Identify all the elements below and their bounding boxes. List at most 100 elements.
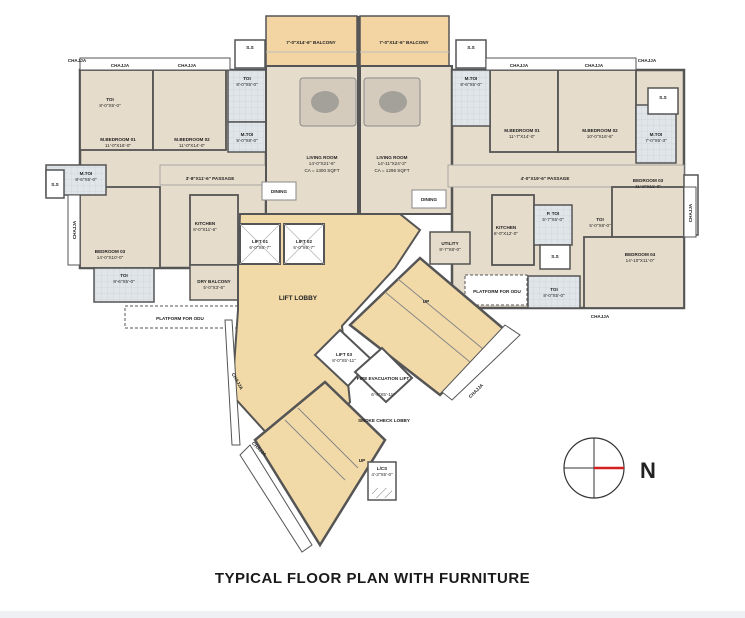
label-lift01-dim: 6'-0"X6'-7" <box>249 245 271 250</box>
label-ss-1: S.S <box>246 45 253 50</box>
north-label: N <box>640 458 656 483</box>
ss-right-3 <box>539 244 571 270</box>
ss-left <box>234 39 266 69</box>
label-smoke-lobby: SMOKE CHECK LOBBY <box>358 418 410 423</box>
chajja-strip-top-right <box>485 57 637 71</box>
label-living-right-ca: CA = 1296 SQFT <box>374 168 409 173</box>
label-tlt-l2: TOI <box>106 97 114 102</box>
label-bed3-right-dim: 11'-8"X11'-0" <box>635 184 661 189</box>
chajja-strip-top-left <box>79 57 231 71</box>
label-tlt-r2: TOI <box>596 217 604 222</box>
chajja-strip-core-bottom <box>239 444 313 553</box>
plan-title: TYPICAL FLOOR PLAN WITH FURNITURE <box>214 570 531 587</box>
label-chajja-9: CHAJJA <box>591 314 610 319</box>
label-chajja-8: CHAJJA <box>688 203 693 222</box>
bedroom-04-right <box>583 236 685 309</box>
mbedroom-01-left <box>79 69 154 151</box>
label-chajja-11: CHAJJA <box>468 382 485 399</box>
label-tlt-l3: TOI <box>120 273 128 278</box>
label-passage-right: 4'-0"X19'-6" PASSAGE <box>521 176 570 181</box>
label-tlt-r: TOI <box>550 287 558 292</box>
chajja-strip-core-left <box>224 319 241 446</box>
balcony-right <box>359 15 450 67</box>
label-lift-lobby: LIFT LOBBY <box>279 295 318 302</box>
dry-balcony-left <box>189 264 239 301</box>
platform-odu-right <box>464 274 528 306</box>
label-mbed2-left: M.BEDROOM 02 <box>174 137 210 142</box>
label-chajja-5: CHAJJA <box>68 58 87 63</box>
label-mbed1-left-dim: 11'-0"X16'-0" <box>105 143 131 148</box>
passage-left <box>159 164 267 186</box>
label-living-left-ca: CA = 1300 SQFT <box>304 168 339 173</box>
label-bed3-left: BEDROOM 03 <box>95 249 126 254</box>
label-chajja-4: CHAJJA <box>585 63 604 68</box>
label-chajja-1: CHAJJA <box>111 63 130 68</box>
label-bed4-right: BEDROOM 04 <box>625 252 656 257</box>
platform-odu-left <box>124 305 239 329</box>
ss-right-2 <box>647 87 679 115</box>
label-mbed1-right-dim: 11'-7"X14'-0" <box>509 134 535 139</box>
label-lcs: L/CS <box>377 466 387 471</box>
label-lift02-dim: 6'-0"X6'-7" <box>293 245 315 250</box>
label-passage-left: 3'-8"X11'-6" PASSAGE <box>186 176 235 181</box>
label-chajja-2: CHAJJA <box>178 63 197 68</box>
label-utility: UTILITY <box>441 241 458 246</box>
label-mtlt-l: M.TOI <box>80 171 93 176</box>
label-mtlt-l-dim: 8'-6"X5'-0" <box>75 177 97 182</box>
label-tlt-l1: TOI <box>243 76 251 81</box>
label-tlt-l3-dim: 8'-6"X5'-0" <box>113 279 135 284</box>
toilet-left-top <box>227 69 267 123</box>
mbedroom-01-right <box>489 69 559 153</box>
ss-left-side <box>45 169 65 199</box>
dining-table-right <box>411 189 447 209</box>
label-platform-left: PLATFORM FOR ODU <box>156 316 204 321</box>
label-mbed1-right: M.BEDROOM 01 <box>504 128 540 133</box>
label-tlt-r-dim: 8'-0"X5'-0" <box>543 293 565 298</box>
balcony-left <box>265 15 358 67</box>
label-up-2: UP <box>359 458 365 463</box>
label-bed3-left-dim: 14'-0"X10'-0" <box>97 255 124 260</box>
label-mtlt-l2-dim: 5'-0"X8'-0" <box>236 138 258 143</box>
label-mbed2-right-dim: 10'-0"X16'-6" <box>587 134 614 139</box>
chajja-strip-left <box>67 194 81 266</box>
mbedroom-02-left <box>152 69 227 151</box>
label-chajja-3: CHAJJA <box>510 63 529 68</box>
label-dry-balcony: DRY BALCONY <box>197 279 230 284</box>
mbedroom-02-right <box>557 69 637 153</box>
label-kitchen-left-dim: 8'-0"X11'-6" <box>193 227 217 232</box>
fire-evacuation-lift <box>353 346 414 404</box>
label-living-right: LIVING ROOM <box>377 155 408 160</box>
utility-right <box>429 231 471 265</box>
label-utility-dim: 8'-7"X8'-0" <box>439 247 461 252</box>
label-lift03: LIFT 03 <box>336 352 353 357</box>
label-lift03-dim: 8'-0"X5'-11" <box>332 358 356 363</box>
label-up-1: UP <box>423 299 429 304</box>
label-platform-right: PLATFORM FOR ODU <box>473 289 521 294</box>
label-living-left-dim: 14'-0"X21'-6" <box>309 161 336 166</box>
ptoilet-right <box>533 204 573 246</box>
label-mtlt-r2-dim: 7'-0"X5'-3" <box>645 138 667 143</box>
dining-table-left <box>261 181 297 201</box>
label-lift01: LIFT 01 <box>252 239 269 244</box>
label-dining-right: DINING <box>421 197 438 202</box>
label-ss-4: S.S <box>51 182 58 187</box>
label-balcony-2: 7'-0"X14'-6" BALCONY <box>379 40 428 45</box>
toilet-right-bottom <box>527 275 581 309</box>
label-ptlt-r-dim: 5'-7"X5'-0" <box>542 217 564 222</box>
label-ptlt-r: P. TOI <box>547 211 560 216</box>
label-tlt-l2-dim: 8'-0"X5'-0" <box>99 103 121 108</box>
label-kitchen-right-dim: 8'-0"X12'-0" <box>494 231 518 236</box>
label-mtlt-r2: M.TOI <box>650 132 663 137</box>
label-lcs-dim: 4'-3"X5'-0" <box>371 472 393 477</box>
label-ss-2: S.S <box>467 45 474 50</box>
coffee-table-right <box>379 91 407 113</box>
bedroom-03-right <box>611 186 685 238</box>
kitchen-right <box>491 194 535 266</box>
label-fire-lift-dim: 6'-4"X5'-11" <box>371 392 395 397</box>
label-balcony-1: 7'-0"X14'-6" BALCONY <box>286 40 335 45</box>
mtoilet-right <box>451 69 491 127</box>
label-living-right-dim: 14'-11"X24'-3" <box>378 161 407 166</box>
footer-strip <box>0 611 745 618</box>
chajja-strip-right <box>683 186 697 238</box>
